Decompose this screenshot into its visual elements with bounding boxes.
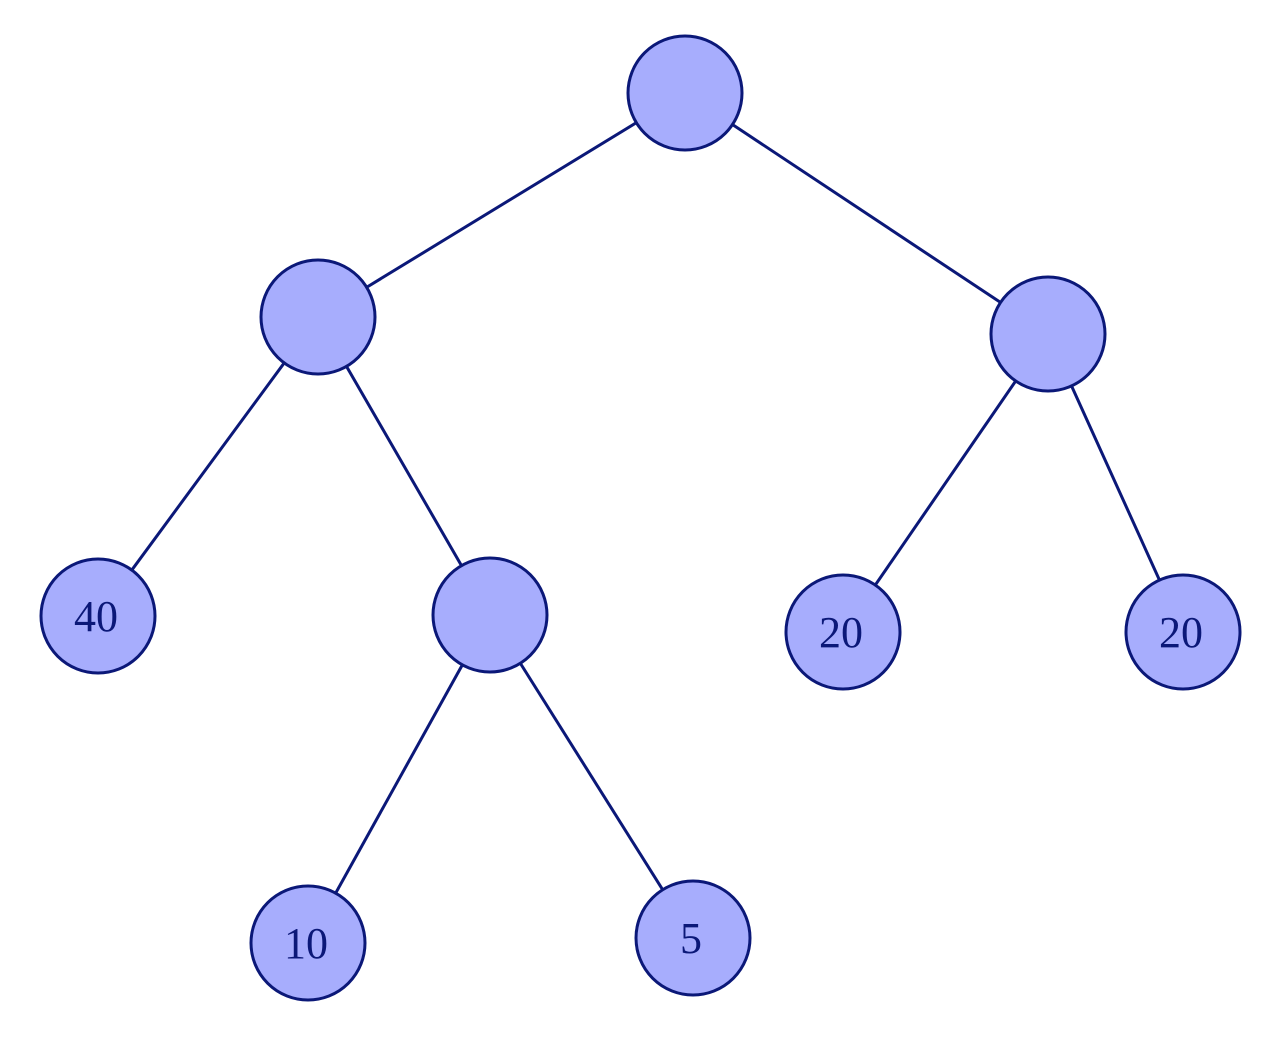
tree-edge-right-to-right-right: [1068, 381, 1163, 585]
tree-nodes: 40 20 20 10 5: [39, 34, 1242, 1002]
tree-node-left: [259, 258, 377, 376]
tree-node-right: [989, 275, 1107, 393]
tree-node-circle: [249, 884, 367, 1002]
tree-node-right-left: 20: [784, 573, 902, 691]
tree-node-value: 20: [819, 608, 863, 657]
tree-edge-left-right-to-left-right-right: [516, 659, 667, 894]
tree-node-circle: [259, 258, 377, 376]
tree-node-root: [626, 34, 744, 152]
tree-edge-root-to-right: [728, 121, 1005, 306]
tree-edge-left-right-to-left-right-left: [332, 660, 466, 898]
tree-edge-left-to-left-right: [343, 362, 465, 570]
tree-edge-left-to-left-left: [128, 358, 288, 575]
tree-node-circle: [39, 557, 157, 675]
tree-node-circle: [626, 34, 744, 152]
tree-node-circle: [431, 556, 549, 674]
tree-node-right-right: 20: [1124, 573, 1242, 691]
tree-node-left-left: 40: [39, 557, 157, 675]
tree-node-value: 5: [680, 914, 702, 963]
tree-node-circle: [1124, 573, 1242, 691]
tree-node-circle: [784, 573, 902, 691]
tree-node-value: 20: [1159, 608, 1203, 657]
tree-node-left-right-right: 5: [634, 879, 752, 997]
tree-node-circle: [634, 879, 752, 997]
tree-edge-right-to-right-left: [871, 376, 1020, 590]
tree-node-left-right: [431, 556, 549, 674]
tree-node-value: 10: [284, 919, 328, 968]
tree-node-circle: [989, 275, 1107, 393]
tree-edges: [128, 119, 1163, 898]
tree-node-left-right-left: 10: [249, 884, 367, 1002]
tree-edge-root-to-left: [362, 119, 641, 291]
tree-node-value: 40: [74, 592, 118, 641]
